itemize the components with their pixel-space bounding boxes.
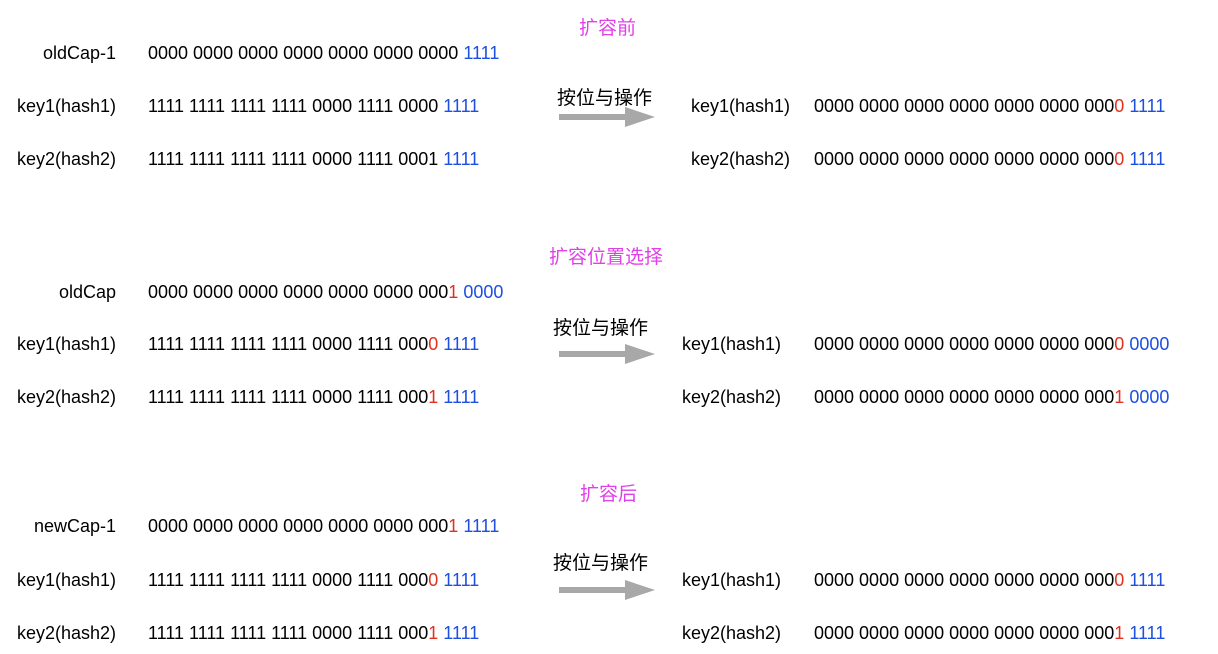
operation-label: 按位与操作 (553, 553, 649, 574)
row-label: key2(hash2) (16, 623, 116, 643)
row-label: key2(hash2) (690, 149, 790, 169)
row-label: key2(hash2) (681, 623, 781, 643)
row-label: key1(hash1) (690, 96, 790, 116)
bit-string: 0000 0000 0000 0000 0000 0000 0001 1111 (814, 623, 1166, 643)
bit-string: 1111 1111 1111 1111 0000 1111 0000 1111 (148, 334, 480, 354)
operation-label: 按位与操作 (557, 88, 653, 109)
bit-string: 0000 0000 0000 0000 0000 0000 0000 0000 (814, 334, 1170, 354)
bit-string: 1111 1111 1111 1111 0000 1111 0000 1111 (148, 570, 480, 590)
bit-string: 0000 0000 0000 0000 0000 0000 0000 1111 (148, 43, 500, 63)
bit-string: 1111 1111 1111 1111 0000 1111 0001 1111 (148, 149, 480, 169)
row-label: key1(hash1) (16, 96, 116, 116)
row-label: oldCap-1 (42, 43, 116, 63)
bit-string: 1111 1111 1111 1111 0000 1111 0000 1111 (148, 96, 480, 116)
bit-string: 0000 0000 0000 0000 0000 0000 0001 0000 (814, 387, 1170, 407)
section-title: 扩容位置选择 (549, 247, 664, 268)
bit-string: 1111 1111 1111 1111 0000 1111 0001 1111 (148, 623, 480, 643)
row-label: key2(hash2) (16, 387, 116, 407)
row-label: key1(hash1) (681, 570, 781, 590)
bit-string: 0000 0000 0000 0000 0000 0000 0001 1111 (148, 516, 500, 536)
row-label: newCap-1 (33, 516, 116, 536)
section-title: 扩容前 (579, 18, 637, 39)
bit-string: 0000 0000 0000 0000 0000 0000 0001 0000 (148, 282, 504, 302)
section-title: 扩容后 (580, 484, 638, 505)
right-arrow-icon (559, 580, 655, 600)
right-arrow-icon (559, 344, 655, 364)
row-label: key1(hash1) (16, 334, 116, 354)
row-label: key2(hash2) (16, 149, 116, 169)
bit-string: 0000 0000 0000 0000 0000 0000 0000 1111 (814, 149, 1166, 169)
row-label: key2(hash2) (681, 387, 781, 407)
bit-string: 1111 1111 1111 1111 0000 1111 0001 1111 (148, 387, 480, 407)
bit-string: 0000 0000 0000 0000 0000 0000 0000 1111 (814, 96, 1166, 116)
row-label: key1(hash1) (16, 570, 116, 590)
operation-label: 按位与操作 (553, 318, 649, 339)
bit-string: 0000 0000 0000 0000 0000 0000 0000 1111 (814, 570, 1166, 590)
right-arrow-icon (559, 107, 655, 127)
row-label: oldCap (58, 282, 116, 302)
row-label: key1(hash1) (681, 334, 781, 354)
